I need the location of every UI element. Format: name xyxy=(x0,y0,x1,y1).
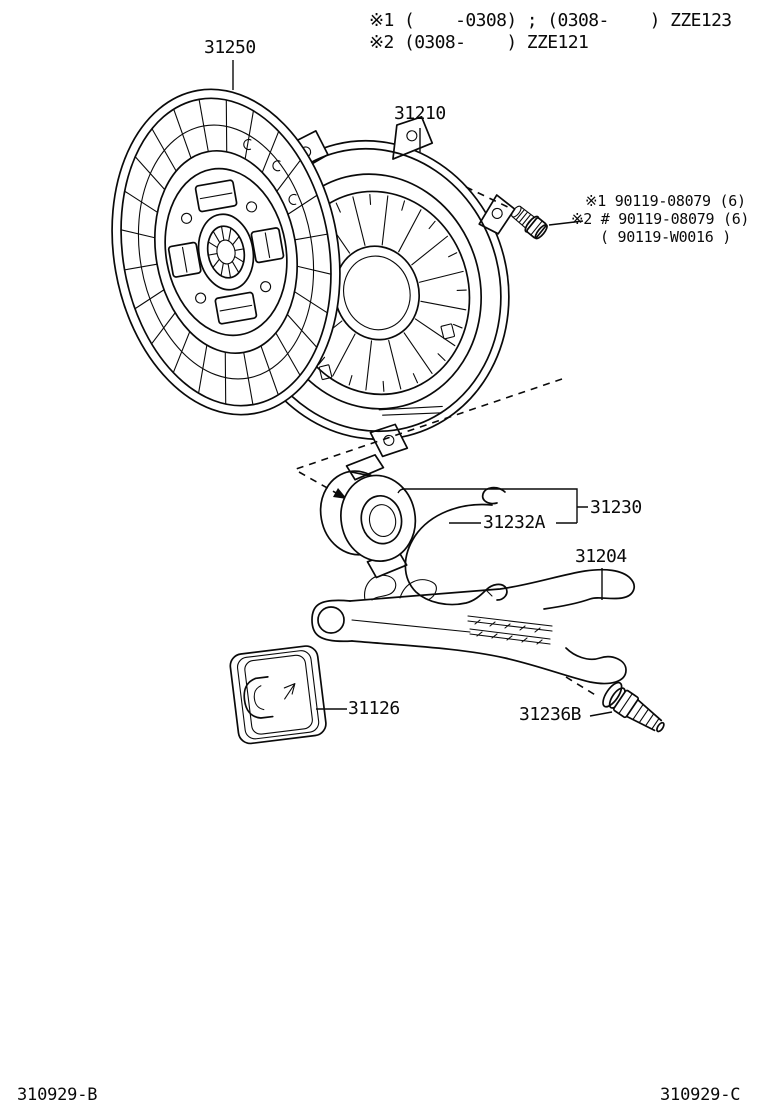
applicability-note-line1: ※1 ( -0308) ; (0308- ) ZZE123 xyxy=(369,10,732,31)
applicability-note-line2: ※2 (0308- ) ZZE121 xyxy=(369,32,589,53)
bolt-note-line1: ※1 90119-08079 (6) xyxy=(585,192,746,210)
clip-drawing xyxy=(404,486,508,606)
part-label-31236b: 31236B xyxy=(519,704,582,725)
dashed-guides xyxy=(295,186,598,697)
release-fork-drawing xyxy=(311,568,635,685)
part-label-31210: 31210 xyxy=(394,103,446,124)
boot-drawing xyxy=(229,645,327,745)
leader-lines xyxy=(232,60,613,717)
bolt-note-line3: ( 90119-W0016 ) xyxy=(600,228,731,246)
bolt-drawing-31236b xyxy=(602,681,665,733)
part-label-31204: 31204 xyxy=(575,546,627,567)
page-code-left: 310929-B xyxy=(17,1085,98,1105)
release-bearing-drawing xyxy=(319,454,417,579)
bolt-drawing-top xyxy=(511,205,548,240)
part-label-31126: 31126 xyxy=(348,698,400,719)
part-label-31230: 31230 xyxy=(590,497,642,518)
clutch-disc-drawing xyxy=(111,88,341,416)
part-label-31232a: 31232A xyxy=(483,512,546,533)
bolt-note-line2: ※2 # 90119-08079 (6) xyxy=(571,210,750,228)
page-code-right: 310929-C xyxy=(660,1085,741,1105)
part-label-31250: 31250 xyxy=(204,37,256,58)
